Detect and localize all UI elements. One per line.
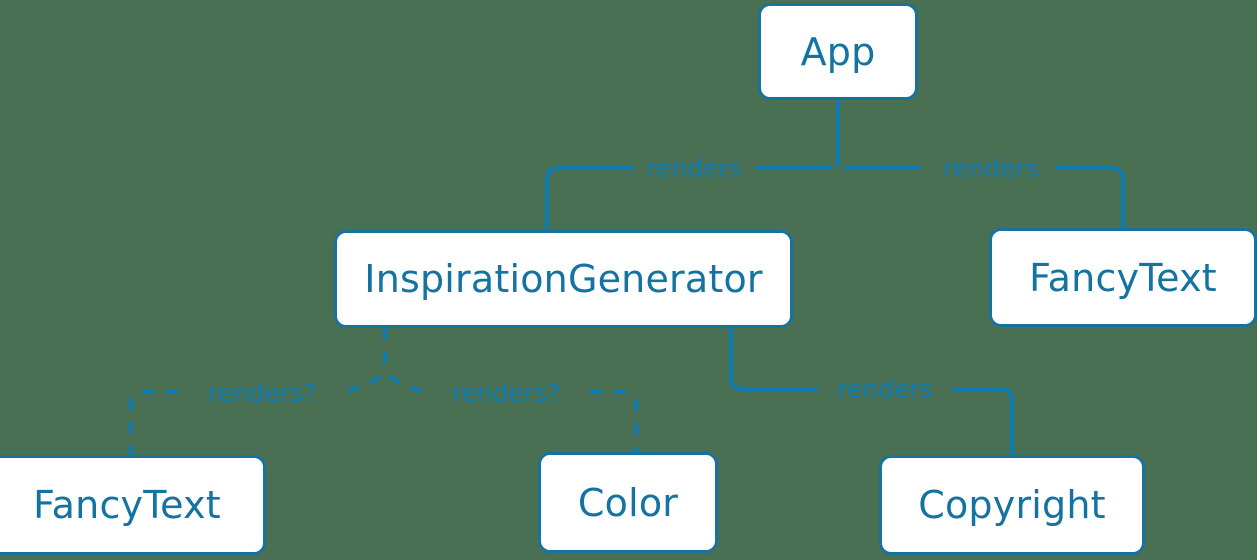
edge-label-inspiration-to-fancytext-bottom: renders? (207, 378, 317, 408)
edge-label-app-to-inspiration-generator: renders (646, 153, 742, 183)
edge-inspiration-to-copyright-left (729, 326, 818, 391)
edge-label-app-to-fancytext: renders (943, 153, 1039, 183)
node-inspiration-generator-label: InspirationGenerator (364, 257, 763, 301)
edge-app-to-fancytext-right (1055, 166, 1125, 230)
node-color-label: Color (577, 480, 679, 525)
node-inspiration-generator[interactable]: InspirationGenerator (334, 230, 793, 328)
node-color[interactable]: Color (538, 452, 718, 553)
edge-label-inspiration-to-copyright: renders (837, 374, 933, 404)
edge-label-inspiration-to-color: renders? (451, 378, 561, 408)
node-fancytext-right[interactable]: FancyText (989, 228, 1257, 327)
edge-inspiration-to-fancytext-bottom (345, 375, 382, 394)
node-fancytext-bottom[interactable]: FancyText (0, 455, 266, 555)
node-copyright[interactable]: Copyright (879, 455, 1145, 555)
edge-app-to-inspiration-generator-left (545, 166, 634, 232)
edge-inspiration-to-copyright-right (952, 387, 1014, 457)
node-app[interactable]: App (758, 3, 918, 100)
node-copyright-label: Copyright (918, 483, 1106, 527)
node-fancytext-bottom-label: FancyText (33, 483, 221, 527)
node-app-label: App (800, 29, 876, 74)
edge-inspiration-to-color (388, 375, 423, 394)
node-fancytext-right-label: FancyText (1029, 255, 1217, 300)
edge-inspiration-to-color-tail (590, 390, 638, 452)
edge-inspiration-to-fancytext-bottom-tail (129, 390, 178, 455)
